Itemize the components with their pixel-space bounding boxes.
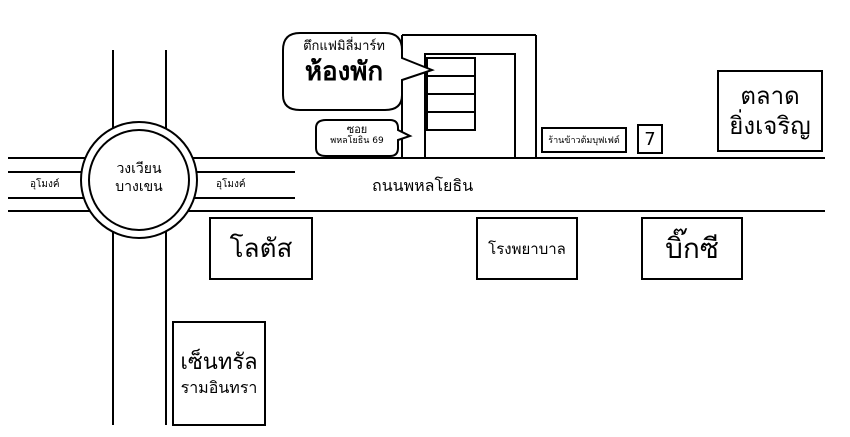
- main-road-label: ถนนพหลโยธิน: [372, 176, 474, 195]
- store-7-eleven: 7: [637, 124, 663, 154]
- market-label-line2: ยิ่งเจริญ: [729, 112, 811, 140]
- shop-sign-label: ร้านข้าวต้มบุฟเฟต์: [548, 136, 620, 146]
- callout-building-line1: ตึกแฟมิลี่มาร์ท: [303, 39, 385, 54]
- underpass-label-left: อุโมงค์: [30, 179, 60, 190]
- hospital-label: โรงพยาบาล: [488, 239, 566, 258]
- roundabout-label-line2: บางเขน: [115, 179, 163, 195]
- callout-building-text: ตึกแฟมิลี่มาร์ท ห้องพัก: [288, 40, 400, 85]
- underpass-label-right: อุโมงค์: [216, 179, 246, 190]
- central-ramindra: เซ็นทรัล รามอินทรา: [172, 321, 266, 426]
- callout-soi-text: ซอย พหลโยธิน 69: [316, 124, 398, 146]
- store-7-label: 7: [644, 128, 656, 150]
- callout-soi-line1: ซอย: [346, 123, 368, 136]
- central-label-line2: รามอินทรา: [180, 377, 258, 397]
- callout-building-bubble: [282, 32, 435, 111]
- lotus-label: โลตัส: [229, 234, 293, 264]
- roundabout-inner: [88, 129, 190, 231]
- hospital: โรงพยาบาล: [476, 217, 578, 280]
- lotus-store: โลตัส: [209, 217, 313, 280]
- market-label-line1: ตลาด: [740, 82, 800, 110]
- shop-sign: ร้านข้าวต้มบุฟเฟต์: [541, 127, 627, 153]
- roundabout-label-line1: วงเวียน: [116, 161, 162, 177]
- bigc-store: บิ๊กซี: [641, 217, 743, 280]
- central-label-line1: เซ็นทรัล: [180, 349, 258, 375]
- roundabout-label: วงเวียน บางเขน: [100, 160, 178, 196]
- callout-soi-bubble: [315, 119, 413, 157]
- market-yingcharoen: ตลาด ยิ่งเจริญ: [717, 70, 823, 152]
- callout-soi-line2: พหลโยธิน 69: [330, 136, 384, 146]
- bigc-label: บิ๊กซี: [665, 231, 719, 265]
- callout-building-line2: ห้องพัก: [304, 57, 384, 87]
